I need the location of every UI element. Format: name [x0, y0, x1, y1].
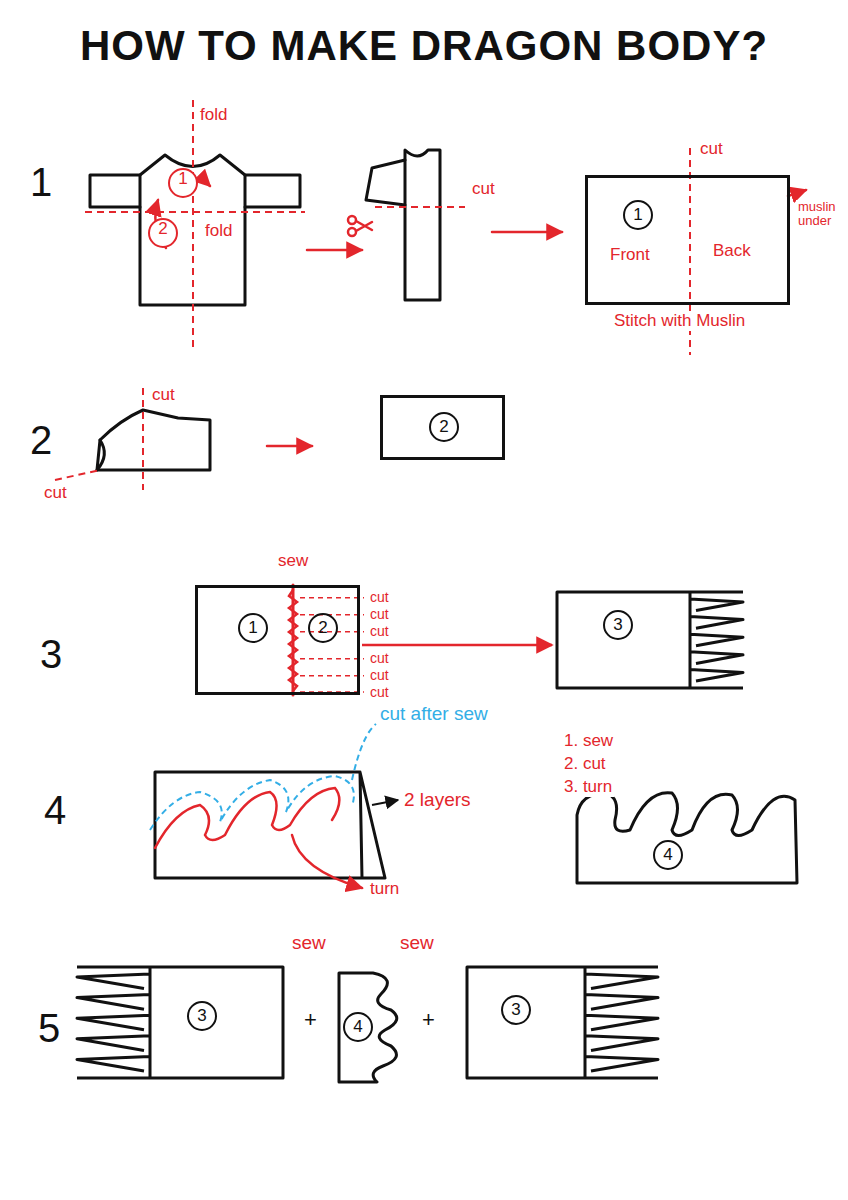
note-label: cut	[368, 685, 391, 700]
note-label: cut	[698, 140, 725, 159]
outline	[339, 973, 397, 1082]
note-label: +	[420, 1008, 437, 1032]
step-number: 2	[28, 418, 54, 462]
cut-line	[300, 675, 364, 677]
note-label: 1. sew	[562, 732, 615, 751]
note-label: cut	[368, 590, 391, 605]
callout-number: 2	[308, 613, 338, 643]
outline-path	[577, 793, 797, 883]
title: HOW TO MAKE DRAGON BODY?	[0, 22, 848, 70]
step-number: 5	[36, 1006, 62, 1050]
note-label: cut	[470, 180, 497, 199]
note-label: sew	[276, 552, 310, 571]
cut-line	[300, 597, 364, 599]
note-label: cut after sew	[378, 704, 490, 725]
note-label: cut	[368, 607, 391, 622]
note-label: muslin under	[796, 200, 846, 229]
note-label: turn	[368, 880, 401, 899]
node-box: 4	[335, 970, 405, 1085]
step-number: 3	[38, 632, 64, 676]
outline-path	[467, 967, 658, 1078]
note-label: fold	[198, 106, 229, 125]
part-label: Front	[610, 246, 650, 265]
node-outline	[555, 590, 745, 690]
note-label: cut	[368, 651, 391, 666]
step-number: 1	[28, 160, 54, 204]
node-outline	[465, 965, 660, 1080]
callout-number: 4	[653, 840, 683, 870]
node-box: 4	[575, 785, 800, 885]
folded-fabric	[155, 772, 385, 878]
note-label: Stitch with Muslin	[612, 312, 747, 331]
arrow-connector	[362, 644, 552, 647]
node-box: 3	[465, 965, 660, 1080]
outline	[467, 967, 658, 1078]
node-outline	[335, 970, 405, 1085]
note-label: sew	[290, 933, 328, 954]
node-box: 3	[75, 965, 285, 1080]
note-label: cut	[42, 484, 69, 503]
outline	[77, 967, 283, 1078]
callout-number: 1	[238, 613, 268, 643]
note-label: 2 layers	[402, 790, 473, 811]
node-box: 3	[555, 590, 745, 690]
outline-path	[339, 973, 397, 1082]
sleeve	[97, 410, 210, 470]
note-label: 3. turn	[562, 778, 614, 797]
callout-number: 1	[168, 168, 198, 198]
cut-line	[300, 614, 364, 616]
note-label: fold	[203, 222, 234, 241]
node-box: 1Front Back	[585, 175, 790, 305]
cut-line	[300, 658, 364, 660]
node-box: 2	[380, 395, 505, 460]
note-label: cut	[368, 624, 391, 639]
part-label: Back	[713, 242, 751, 261]
callout-number: 2	[148, 218, 178, 248]
t-shirt	[90, 155, 300, 305]
outline-path	[557, 592, 743, 688]
outline	[577, 793, 797, 883]
node-outline	[75, 965, 285, 1080]
outline-path	[77, 967, 283, 1078]
note-label: 2. cut	[562, 755, 608, 774]
callout-number: 3	[187, 1001, 217, 1031]
callout-number: 1	[623, 200, 653, 230]
node-outline	[575, 785, 800, 885]
callout-number: 4	[343, 1012, 373, 1042]
step-number: 4	[42, 788, 68, 832]
callout-number: 2	[429, 412, 459, 442]
outline	[557, 592, 743, 688]
folded-shirt	[405, 150, 440, 300]
node-box: 12	[195, 585, 360, 695]
callout-number: 3	[603, 610, 633, 640]
note-label: +	[302, 1008, 319, 1032]
note-label: cut	[368, 668, 391, 683]
note-label: cut	[150, 386, 177, 405]
callout-number: 3	[501, 995, 531, 1025]
note-label: sew	[398, 933, 436, 954]
